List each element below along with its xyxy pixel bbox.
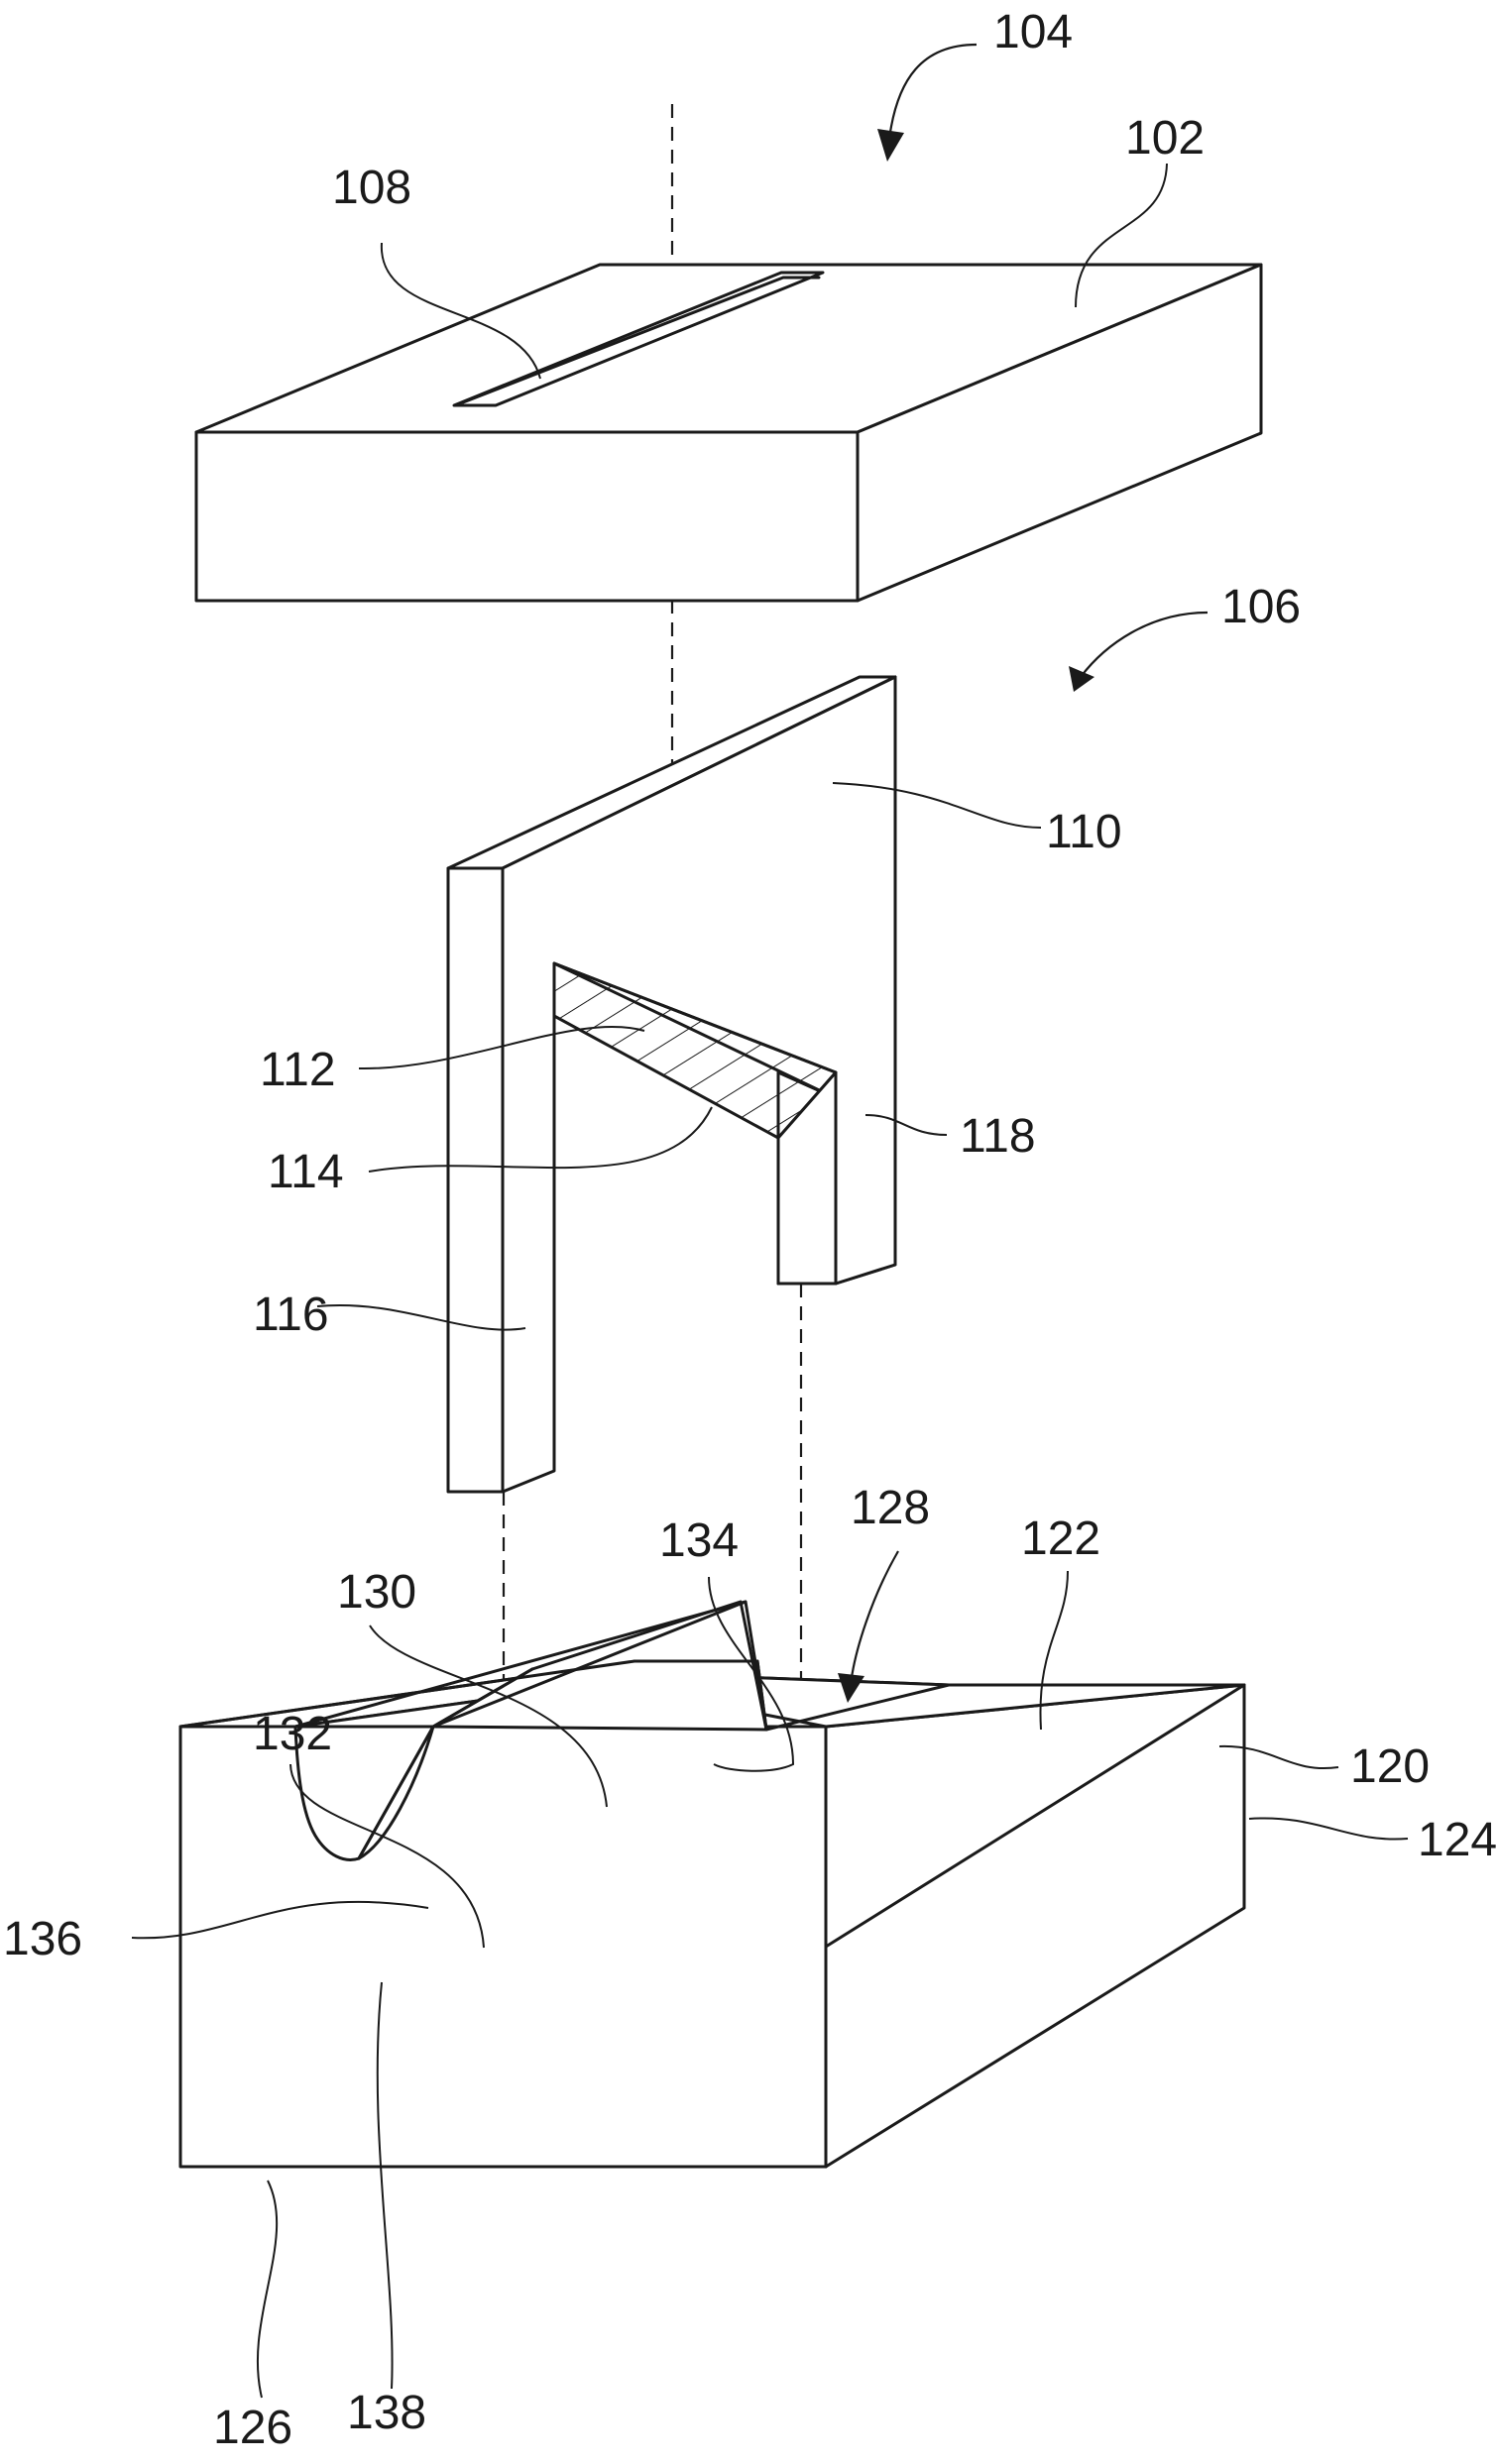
arrow-104-shaft — [889, 45, 977, 139]
label-118: 118 — [960, 1110, 1036, 1163]
arrow-106-head — [1069, 666, 1094, 692]
label-116: 116 — [253, 1288, 329, 1341]
u-frame-component — [448, 677, 895, 1492]
label-128: 128 — [851, 1482, 930, 1534]
base-block-component — [180, 1602, 1244, 2167]
label-126: 126 — [213, 2402, 292, 2454]
label-108: 108 — [332, 162, 411, 214]
label-130: 130 — [337, 1566, 416, 1619]
base-block-front-face — [180, 1727, 826, 2167]
base-block-right-face — [826, 1685, 1244, 2167]
label-102: 102 — [1125, 112, 1205, 165]
leader-126 — [258, 2181, 277, 2398]
label-106: 106 — [1221, 581, 1301, 633]
label-114: 114 — [268, 1146, 344, 1198]
label-104: 104 — [993, 6, 1073, 58]
top-plate-front-face — [196, 432, 858, 601]
arrow-128-shaft — [851, 1551, 898, 1685]
label-132: 132 — [253, 1708, 332, 1760]
top-plate-component — [196, 265, 1261, 601]
label-122: 122 — [1021, 1512, 1100, 1565]
arrow-106-shaft — [1081, 613, 1208, 677]
label-124: 124 — [1418, 1814, 1497, 1866]
label-136: 136 — [3, 1913, 82, 1965]
u-frame-left-leg-front-face — [448, 868, 503, 1492]
label-112: 112 — [260, 1044, 336, 1096]
label-120: 120 — [1350, 1740, 1430, 1793]
label-134: 134 — [659, 1514, 739, 1567]
arrow-104-head — [877, 129, 904, 162]
leader-124 — [1249, 1818, 1408, 1839]
label-138: 138 — [347, 2387, 426, 2439]
label-110: 110 — [1046, 806, 1122, 858]
